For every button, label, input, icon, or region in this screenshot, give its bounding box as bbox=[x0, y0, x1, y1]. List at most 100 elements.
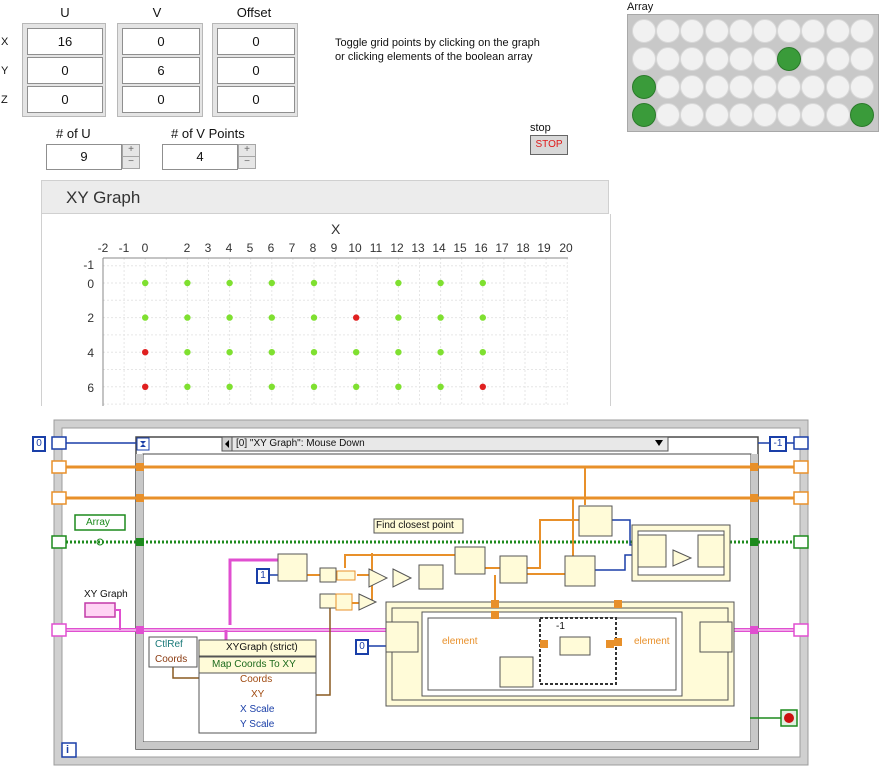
grid-point bbox=[310, 349, 318, 356]
num-u-decrement[interactable]: − bbox=[122, 156, 140, 169]
array-led[interactable] bbox=[825, 19, 850, 43]
row-label-z: Z bbox=[1, 94, 8, 106]
grid-point bbox=[184, 314, 191, 321]
stop-button[interactable]: STOP bbox=[530, 135, 568, 155]
array-led[interactable] bbox=[728, 103, 753, 127]
cell-u-z[interactable]: 0 bbox=[27, 86, 103, 113]
array-led[interactable] bbox=[728, 75, 753, 99]
array-led[interactable] bbox=[704, 47, 729, 71]
x-tick-label: -1 bbox=[118, 241, 130, 255]
array-led[interactable] bbox=[801, 47, 826, 71]
cell-v-x[interactable]: 0 bbox=[122, 28, 200, 55]
num-v-input[interactable]: 4 bbox=[162, 144, 238, 170]
x-axis-name: X bbox=[331, 221, 341, 237]
array-led[interactable] bbox=[680, 103, 705, 127]
array-led[interactable] bbox=[753, 75, 777, 99]
array-led[interactable] bbox=[704, 75, 729, 99]
cell-u-y[interactable]: 0 bbox=[27, 57, 103, 84]
left-zero-constant[interactable]: 0 bbox=[32, 436, 46, 452]
array-led[interactable] bbox=[632, 75, 656, 99]
num-u-input[interactable]: 9 bbox=[46, 144, 122, 170]
array-led[interactable] bbox=[632, 47, 656, 71]
num-v-label: # of V Points bbox=[171, 126, 245, 141]
array-led[interactable] bbox=[656, 75, 681, 99]
y-tick-label: 0 bbox=[87, 277, 94, 291]
x-tick-label: 6 bbox=[267, 241, 275, 255]
grid-point bbox=[437, 383, 444, 390]
array-terminal[interactable]: Array bbox=[86, 517, 110, 528]
num-v-increment[interactable]: + bbox=[238, 144, 256, 157]
invoke-method-label[interactable]: Map Coords To XY bbox=[212, 659, 296, 670]
array-led[interactable] bbox=[801, 103, 826, 127]
element-label-left: element bbox=[442, 636, 478, 647]
cell-v-y[interactable]: 6 bbox=[122, 57, 200, 84]
cell-u-x[interactable]: 16 bbox=[27, 28, 103, 55]
array-led[interactable] bbox=[801, 19, 826, 43]
grid-point bbox=[395, 349, 402, 356]
array-led[interactable] bbox=[704, 19, 729, 43]
cell-offset-z[interactable]: 0 bbox=[217, 86, 295, 113]
grid-point bbox=[142, 383, 149, 390]
array-led[interactable] bbox=[680, 47, 705, 71]
array-led[interactable] bbox=[728, 19, 753, 43]
array-led[interactable] bbox=[656, 47, 681, 71]
array-led[interactable] bbox=[680, 19, 705, 43]
grid-point bbox=[395, 383, 402, 390]
element-label-right: element bbox=[634, 636, 670, 647]
x-tick-label: 13 bbox=[411, 241, 425, 255]
num-v-decrement[interactable]: − bbox=[238, 156, 256, 169]
array-led[interactable] bbox=[656, 103, 681, 127]
array-led[interactable] bbox=[825, 47, 850, 71]
x-tick-label: 17 bbox=[495, 241, 509, 255]
header-offset: Offset bbox=[236, 5, 272, 20]
cell-offset-y[interactable]: 0 bbox=[217, 57, 295, 84]
num-u-label: # of U bbox=[56, 126, 91, 141]
inner-case-selector[interactable]: -1 bbox=[556, 621, 565, 632]
array-led[interactable] bbox=[728, 47, 753, 71]
row-label-y: Y bbox=[1, 65, 9, 77]
grid-point bbox=[479, 314, 486, 321]
instructions-line-1: Toggle grid points by clicking on the gr… bbox=[335, 37, 540, 49]
array-led[interactable] bbox=[753, 19, 777, 43]
array-led[interactable] bbox=[849, 19, 874, 43]
cell-v-z[interactable]: 0 bbox=[122, 86, 200, 113]
array-led[interactable] bbox=[777, 47, 802, 71]
array-led[interactable] bbox=[849, 75, 874, 99]
array-led[interactable] bbox=[632, 103, 656, 127]
zero-constant[interactable]: 0 bbox=[355, 639, 369, 655]
array-led[interactable] bbox=[777, 103, 802, 127]
event-case-selector[interactable]: [0] "XY Graph": Mouse Down bbox=[236, 438, 365, 449]
x-tick-label: 20 bbox=[559, 241, 573, 255]
stop-label: stop bbox=[530, 122, 551, 134]
plot-area[interactable] bbox=[0, 0, 883, 406]
array-led[interactable] bbox=[680, 75, 705, 99]
array-led[interactable] bbox=[849, 103, 874, 127]
one-constant[interactable]: 1 bbox=[256, 568, 270, 584]
xy-graph[interactable] bbox=[41, 214, 611, 406]
array-led[interactable] bbox=[777, 19, 802, 43]
invoke-item-yscale: Y Scale bbox=[240, 719, 275, 730]
y-tick-label: 6 bbox=[87, 381, 94, 395]
array-led[interactable] bbox=[656, 19, 681, 43]
instructions-line-2: or clicking elements of the boolean arra… bbox=[335, 51, 533, 63]
x-tick-label: 0 bbox=[141, 241, 149, 255]
right-minus-one-constant[interactable]: -1 bbox=[769, 436, 787, 452]
array-led[interactable] bbox=[849, 47, 874, 71]
array-led[interactable] bbox=[753, 47, 777, 71]
array-led[interactable] bbox=[704, 103, 729, 127]
array-led[interactable] bbox=[801, 75, 826, 99]
array-led[interactable] bbox=[632, 19, 656, 43]
x-tick-label: 19 bbox=[537, 241, 551, 255]
iteration-terminal-icon: i bbox=[66, 744, 70, 756]
x-tick-label: 15 bbox=[453, 241, 467, 255]
invoke-node-title[interactable]: XYGraph (strict) bbox=[226, 642, 298, 653]
instructions-text: Toggle grid points by clicking on the gr… bbox=[335, 36, 540, 64]
grid-point bbox=[142, 314, 149, 321]
array-led[interactable] bbox=[777, 75, 802, 99]
cell-offset-x[interactable]: 0 bbox=[217, 28, 295, 55]
invoke-item-coords: Coords bbox=[240, 674, 273, 685]
array-led[interactable] bbox=[753, 103, 777, 127]
x-tick-label: 14 bbox=[432, 241, 446, 255]
array-led[interactable] bbox=[825, 75, 850, 99]
array-led[interactable] bbox=[825, 103, 850, 127]
